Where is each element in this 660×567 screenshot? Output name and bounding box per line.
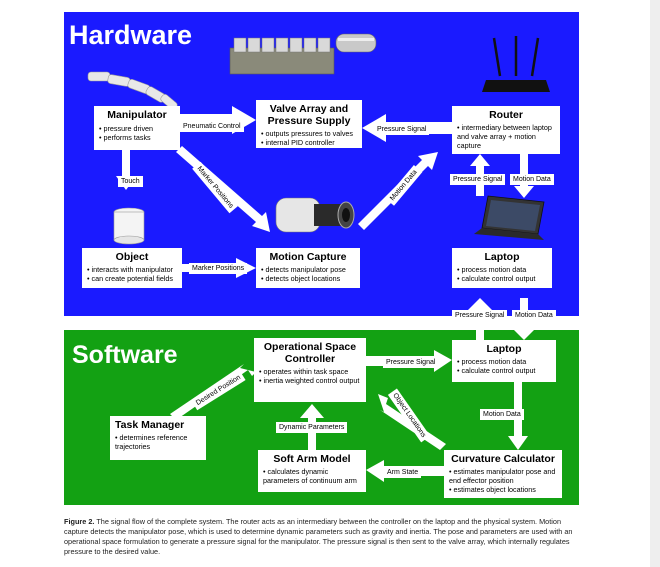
manipulator-item: pressure driven xyxy=(99,124,175,133)
sw-laptop-item: process motion data xyxy=(457,357,551,366)
hw-laptop-item: calculate control output xyxy=(457,274,547,283)
motion-capture-item: detects manipulator pose xyxy=(261,265,355,274)
motion-capture-box: Motion Capture detects manipulator pose … xyxy=(256,248,360,288)
router-item: intermediary between laptop and valve ar… xyxy=(457,123,555,150)
label-motion-data-sw: Motion Data xyxy=(480,409,524,420)
motion-capture-item: detects object locations xyxy=(261,274,355,283)
laptop-image xyxy=(474,195,545,240)
valve-array-title: Valve Array and Pressure Supply xyxy=(267,103,351,127)
task-manager-box: Task Manager determines reference trajec… xyxy=(110,416,206,460)
sw-laptop-title: Laptop xyxy=(486,343,522,355)
osc-item: operates within task space xyxy=(259,367,361,376)
manipulator-item: performs tasks xyxy=(99,133,175,142)
manipulator-box: Manipulator pressure driven performs tas… xyxy=(94,106,180,150)
caption-text: The signal flow of the complete system. … xyxy=(64,517,573,556)
curvature-title: Curvature Calculator xyxy=(451,453,555,465)
figure-caption: Figure 2. The signal flow of the complet… xyxy=(64,517,584,557)
valve-array-item: internal PID controller xyxy=(261,138,357,147)
label-marker-positions: Marker Positions xyxy=(189,263,248,274)
osc-box: Operational Space Controller operates wi… xyxy=(254,338,366,402)
label-pneumatic-control: Pneumatic Control xyxy=(180,121,244,132)
hw-laptop-title: Laptop xyxy=(484,251,520,263)
router-title: Router xyxy=(489,109,523,121)
motion-capture-image xyxy=(275,197,355,233)
task-manager-item: determines reference trajectories xyxy=(115,433,201,451)
soft-arm-title: Soft Arm Model xyxy=(273,453,351,465)
object-item: can create potential fields xyxy=(87,274,177,283)
hw-laptop-item: process motion data xyxy=(457,265,547,274)
label-touch: Touch xyxy=(118,176,143,187)
curvature-item: estimates manipulator pose and end effec… xyxy=(449,467,557,485)
valve-array-box: Valve Array and Pressure Supply outputs … xyxy=(256,100,362,148)
curvature-box: Curvature Calculator estimates manipulat… xyxy=(444,450,562,498)
osc-title: Operational Space Controller xyxy=(263,341,357,365)
object-item: interacts with manipulator xyxy=(87,265,177,274)
soft-arm-box: Soft Arm Model calculates dynamic parame… xyxy=(258,450,366,492)
valve-array-item: outputs pressures to valves xyxy=(261,129,357,138)
caption-label: Figure 2. xyxy=(64,517,95,526)
software-title: Software xyxy=(72,341,178,369)
sw-laptop-box: Laptop process motion data calculate con… xyxy=(452,340,556,382)
router-image xyxy=(482,36,550,92)
motion-capture-title: Motion Capture xyxy=(269,251,347,263)
hardware-title: Hardware xyxy=(69,20,193,50)
router-box: Router intermediary between laptop and v… xyxy=(452,106,560,154)
object-image xyxy=(113,207,145,245)
object-box: Object interacts with manipulator can cr… xyxy=(82,248,182,288)
valve-array-image xyxy=(229,33,377,75)
manipulator-image xyxy=(87,71,178,110)
manipulator-title: Manipulator xyxy=(107,109,167,121)
label-motion-data-router: Motion Data xyxy=(510,174,554,185)
page-edge xyxy=(650,0,660,567)
label-between-motion-data: Motion Data xyxy=(512,310,556,321)
label-pressure-signal-sw: Pressure Signal xyxy=(383,357,439,368)
curvature-item: estimates object locations xyxy=(449,485,557,494)
label-dynamic-parameters: Dynamic Parameters xyxy=(276,422,348,433)
label-pressure-signal-hw: Pressure Signal xyxy=(374,124,430,135)
osc-item: inertia weighted control output xyxy=(259,376,361,385)
label-arm-state: Arm State xyxy=(384,467,422,478)
label-between-pressure-signal: Pressure Signal xyxy=(452,310,508,321)
soft-arm-item: calculates dynamic parameters of continu… xyxy=(263,467,361,485)
task-manager-title: Task Manager xyxy=(115,419,185,431)
hw-laptop-box: Laptop process motion data calculate con… xyxy=(452,248,552,288)
label-pressure-signal-router: Pressure Signal xyxy=(450,174,506,185)
sw-laptop-item: calculate control output xyxy=(457,366,551,375)
object-title: Object xyxy=(115,251,149,263)
